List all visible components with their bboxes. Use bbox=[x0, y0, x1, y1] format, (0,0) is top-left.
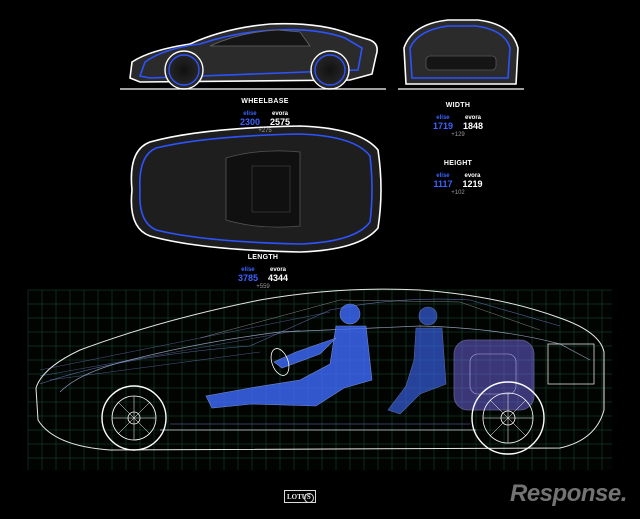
xray-panel bbox=[27, 288, 612, 470]
wheelbase-title: WHEELBASE bbox=[241, 98, 289, 105]
height-title: HEIGHT bbox=[443, 160, 473, 167]
height-callout: HEIGHT elise 1117 evora 1219 +102 bbox=[413, 160, 503, 196]
length-callout: LENGTH elise 3785 evora 4344 +559 bbox=[218, 254, 308, 290]
xray-rear-box bbox=[547, 343, 595, 385]
height-evora-label: evora bbox=[464, 173, 481, 179]
height-evora-value: 1219 bbox=[462, 179, 483, 189]
height-diff: +102 bbox=[451, 190, 465, 196]
rear-view-car bbox=[398, 19, 524, 90]
width-title: WIDTH bbox=[445, 102, 471, 109]
side-front-wheel bbox=[164, 50, 204, 90]
wheelbase-elise-label: elise bbox=[243, 111, 257, 117]
length-elise-value: 3785 bbox=[237, 273, 258, 283]
height-elise-label: elise bbox=[436, 173, 450, 179]
wheelbase-evora-label: evora bbox=[272, 111, 289, 117]
width-elise-value: 1719 bbox=[432, 121, 453, 131]
width-diff: +129 bbox=[451, 132, 465, 138]
top-view-car bbox=[130, 125, 382, 253]
length-diff: +559 bbox=[256, 284, 270, 290]
wheelbase-elise-value: 2300 bbox=[239, 117, 260, 127]
length-evora-label: evora bbox=[270, 267, 287, 273]
width-callout: WIDTH elise 1719 evora 1848 +129 bbox=[413, 102, 503, 138]
length-evora-value: 4344 bbox=[268, 273, 289, 283]
xray-driver bbox=[205, 303, 373, 409]
xray-engine bbox=[453, 339, 535, 411]
width-evora-value: 1848 bbox=[463, 121, 484, 131]
lotus-badge-icon bbox=[304, 493, 314, 503]
height-elise-value: 1117 bbox=[433, 179, 453, 189]
lotus-logo-text: LOTUS bbox=[287, 493, 311, 501]
length-elise-label: elise bbox=[241, 267, 255, 273]
xray-rear-wheel bbox=[471, 381, 545, 455]
xray-car-body bbox=[35, 288, 605, 451]
width-evora-label: evora bbox=[465, 115, 482, 121]
lotus-logo: LOTUS bbox=[284, 490, 316, 503]
side-view-car bbox=[120, 22, 386, 90]
xray-front-wheel bbox=[101, 385, 167, 451]
length-title: LENGTH bbox=[247, 254, 279, 261]
response-watermark: Response. bbox=[510, 480, 627, 507]
width-elise-label: elise bbox=[436, 115, 450, 121]
wheelbase-callout: WHEELBASE elise 2300 evora 2575 +275 bbox=[220, 98, 310, 134]
side-rear-wheel bbox=[310, 50, 350, 90]
wheelbase-diff: +275 bbox=[258, 128, 272, 134]
wheelbase-evora-value: 2575 bbox=[270, 117, 291, 127]
xray-passenger bbox=[387, 306, 447, 415]
